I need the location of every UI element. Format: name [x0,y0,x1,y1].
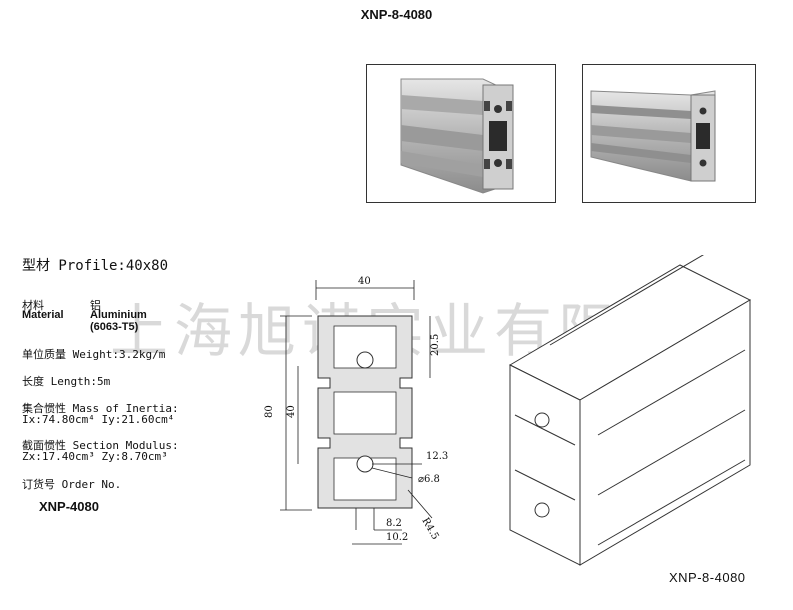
material-value-en: Aluminium [90,309,147,321]
section-modulus-values: Zx:17.40cm³ Zy:8.70cm³ [22,450,168,463]
product-photo-left [366,64,556,203]
material-value-cn: 铝 [90,299,101,312]
profile-photo-side [590,90,716,182]
material-grade: (6063-T5) [90,321,139,333]
cross-section-drawing: 40 80 40 20.5 12.3 ⌀6.8 R4.5 8.2 10.2 [264,276,448,545]
dimension-slot: 12.3 [426,451,448,462]
section-modulus-label: 截面惯性 Section Modulus: [22,439,179,452]
dimension-inner: 40 [286,405,297,418]
document-title: XNP-8-4080 [360,7,433,22]
weight-spec: 单位质量 Weight:3.2kg/m [22,348,166,361]
length-spec: 长度 Length:5m [22,375,111,388]
order-no-label: 订货号 Order No. [22,478,122,491]
profile-isometric-render [508,255,752,566]
material-label-cn: 材料 [22,299,44,312]
dimension-hole: ⌀6.8 [418,474,440,485]
dimension-height: 80 [264,405,275,418]
profile-photo-perspective [400,78,514,194]
dimension-radius: R4.5 [419,516,440,542]
product-photo-right [582,64,756,203]
dimension-slot-outer: 10.2 [386,532,408,543]
material-label-en: Material [22,309,64,321]
profile-heading: 型材 Profile:40x80 [22,258,169,274]
inertia-label: 集合惯性 Mass of Inertia: [22,402,179,415]
render-caption: XNP-8-4080 [669,570,746,585]
dimension-half: 20.5 [430,334,441,356]
dimension-width: 40 [358,276,371,287]
inertia-values: Ix:74.80cm⁴ Iy:21.60cm⁴ [22,413,175,426]
dimension-slot-width: 8.2 [386,518,402,529]
order-no-value: XNP-4080 [39,499,99,514]
